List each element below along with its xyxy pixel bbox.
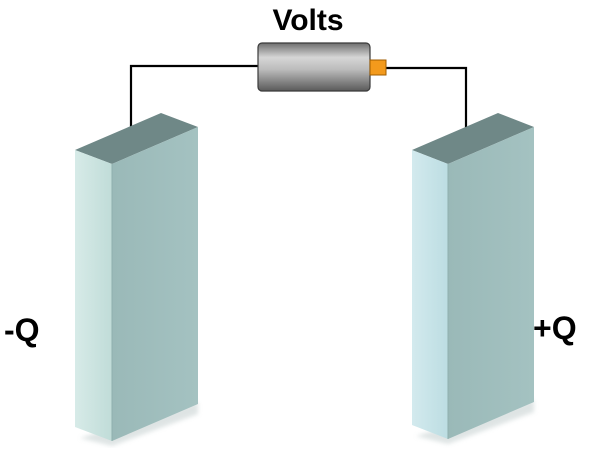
circuit-wires <box>129 64 468 138</box>
negative-charge-label: -Q <box>4 312 40 348</box>
voltage-label: Volts <box>272 4 344 37</box>
battery-terminal <box>369 59 387 76</box>
left-plate-front <box>75 150 112 441</box>
right-plate-front <box>412 150 448 439</box>
left-wire <box>129 64 258 138</box>
left-plate-side <box>112 127 198 441</box>
battery-body <box>257 42 371 92</box>
right-plate <box>412 113 534 444</box>
battery <box>257 42 387 92</box>
right-plate-side <box>448 127 534 439</box>
right-plate-top <box>412 113 534 164</box>
left-plate <box>75 113 198 446</box>
positive-charge-label: +Q <box>533 310 577 346</box>
right-wire <box>386 66 468 138</box>
left-plate-top <box>75 113 198 164</box>
